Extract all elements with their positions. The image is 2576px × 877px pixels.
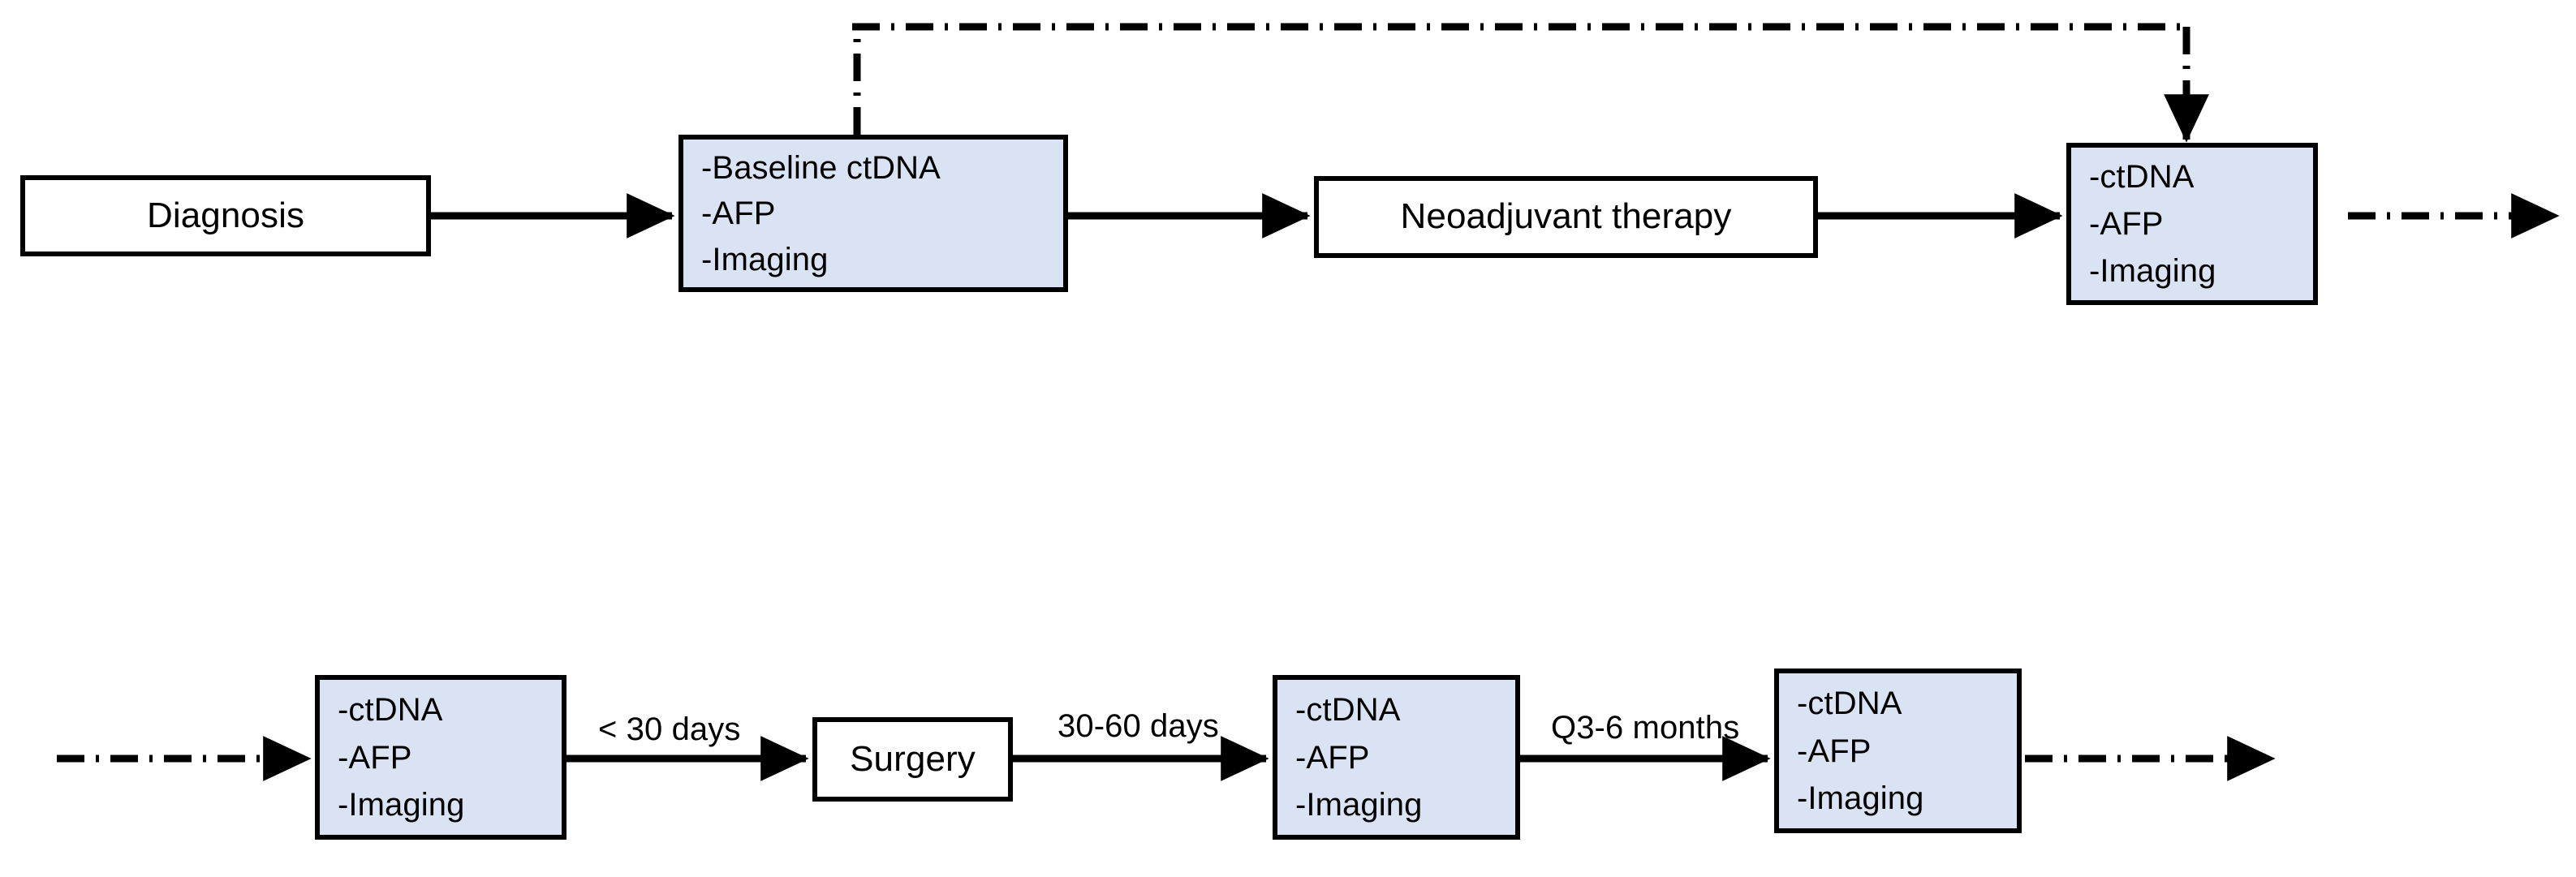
edge-label-lt-30-days: < 30 days (598, 711, 741, 747)
node-baseline-assessment[interactable]: -Baseline ctDNA -AFP -Imaging (678, 135, 1068, 292)
node-preoperative-line-1: -ctDNA (338, 691, 443, 728)
node-preoperative-assessment[interactable]: -ctDNA -AFP -Imaging (315, 675, 566, 840)
node-surgery[interactable]: Surgery (812, 717, 1013, 802)
node-surveillance-line-3: -Imaging (1797, 780, 1924, 817)
node-postoperative-assessment[interactable]: -ctDNA -AFP -Imaging (1273, 675, 1520, 840)
node-postoperative-line-2: -AFP (1295, 739, 1370, 776)
node-preoperative-line-3: -Imaging (338, 787, 465, 823)
node-surgery-label: Surgery (850, 738, 976, 779)
node-postoperative-line-1: -ctDNA (1295, 691, 1401, 728)
edge-label-q3-6-months: Q3-6 months (1551, 710, 1740, 746)
node-post-neoadjuvant-line-2: -AFP (2089, 206, 2164, 242)
node-diagnosis[interactable]: Diagnosis (20, 175, 431, 256)
node-post-neoadjuvant-assessment[interactable]: -ctDNA -AFP -Imaging (2066, 143, 2318, 305)
node-surveillance-assessment[interactable]: -ctDNA -AFP -Imaging (1774, 668, 2022, 833)
node-post-neoadjuvant-line-3: -Imaging (2089, 253, 2216, 289)
node-postoperative-line-3: -Imaging (1295, 787, 1423, 823)
node-baseline-line-3: -Imaging (701, 241, 829, 277)
node-neoadjuvant-therapy[interactable]: Neoadjuvant therapy (1314, 176, 1818, 258)
edge-label-30-60-days: 30-60 days (1058, 708, 1219, 744)
node-surveillance-line-1: -ctDNA (1797, 685, 1902, 721)
node-baseline-line-1: -Baseline ctDNA (701, 149, 941, 186)
node-surveillance-line-2: -AFP (1797, 733, 1872, 769)
node-diagnosis-label: Diagnosis (146, 195, 305, 235)
node-neoadjuvant-label: Neoadjuvant therapy (1400, 196, 1732, 237)
node-baseline-line-2: -AFP (701, 196, 776, 231)
node-post-neoadjuvant-line-1: -ctDNA (2089, 159, 2195, 195)
node-preoperative-line-2: -AFP (338, 739, 412, 776)
